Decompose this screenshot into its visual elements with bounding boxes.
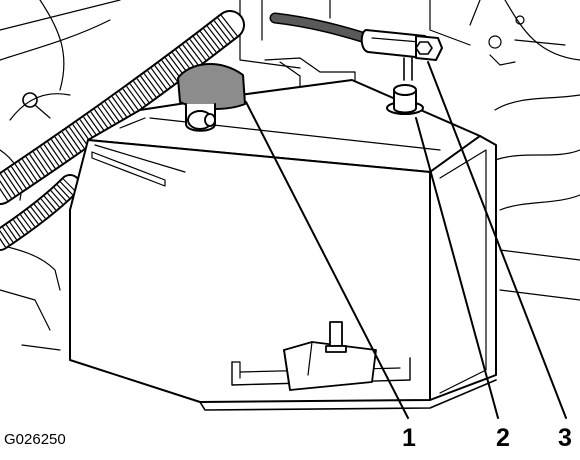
hold-down-clamp (283, 321, 377, 391)
leader-line-2 (415, 117, 499, 419)
leader-lines (245, 61, 567, 419)
positive-cable-clamp (360, 29, 443, 81)
negative-terminal (177, 62, 246, 132)
callout-number-1: 1 (402, 424, 416, 452)
figure-id-label: G026250 (4, 431, 66, 448)
leader-line-1 (245, 101, 409, 419)
leader-line-3 (427, 61, 567, 419)
negative-terminal-boot (177, 62, 246, 110)
wire-harness (0, 10, 245, 251)
battery (69, 79, 497, 411)
positive-cable (269, 12, 378, 46)
callout-number-3: 3 (558, 424, 572, 452)
callout-number-2: 2 (496, 424, 510, 452)
positive-terminal (386, 84, 424, 115)
